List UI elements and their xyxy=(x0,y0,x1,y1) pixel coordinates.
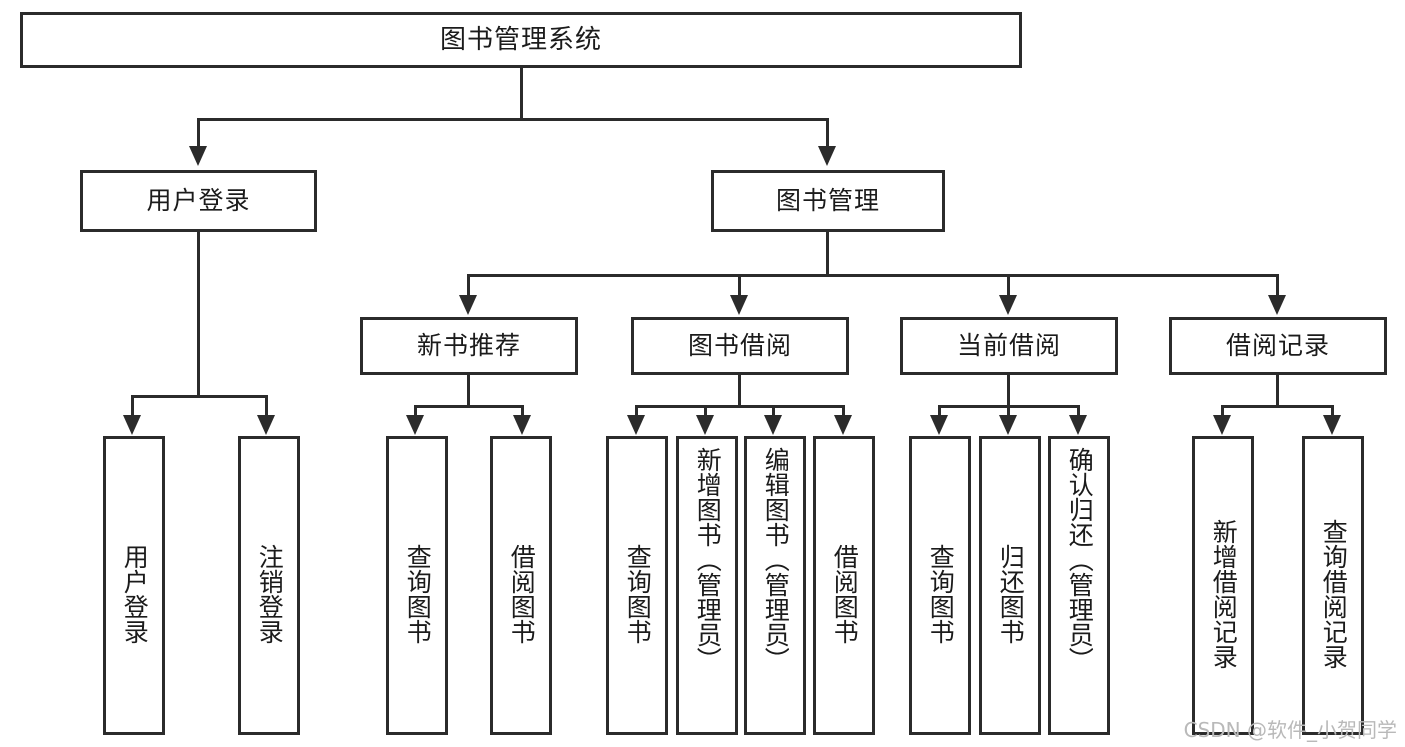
node-current-borrow[interactable]: 当前借阅 xyxy=(900,317,1118,375)
leaf-label: 编辑图书（管理员） xyxy=(761,447,791,672)
connector-user-login-to-leaf-2 xyxy=(265,395,268,417)
connector-bm-to-new-book xyxy=(467,274,470,297)
arrowhead-cb-leaf-3 xyxy=(1069,415,1087,435)
connector-borrow-book-bus xyxy=(635,405,845,408)
connector-root-to-user-login xyxy=(197,118,200,148)
node-label: 图书管理系统 xyxy=(439,24,602,55)
connector-borrow-record-bus xyxy=(1221,405,1334,408)
connector-br-to-leaf-2 xyxy=(1331,405,1334,419)
arrowhead-bb-leaf-1 xyxy=(627,415,645,435)
connector-user-login-to-leaf-1 xyxy=(131,395,134,417)
node-borrow-record[interactable]: 借阅记录 xyxy=(1169,317,1387,375)
leaf-label: 查询借阅记录 xyxy=(1319,519,1349,669)
leaf-return-book[interactable]: 归还图书 xyxy=(979,436,1041,735)
connector-borrow-book-stem xyxy=(738,375,741,407)
connector-br-to-leaf-1 xyxy=(1221,405,1224,419)
connector-bm-to-borrow-record xyxy=(1276,274,1279,297)
leaf-query-borrow-record[interactable]: 查询借阅记录 xyxy=(1302,436,1364,735)
arrowhead-borrow-book xyxy=(730,295,748,315)
node-label: 新书推荐 xyxy=(416,331,521,361)
connector-book-management-bus xyxy=(467,274,1279,277)
leaf-label: 查询图书 xyxy=(623,544,653,644)
leaf-label: 借阅图书 xyxy=(507,544,537,644)
leaf-query-book-new[interactable]: 查询图书 xyxy=(386,436,448,735)
arrowhead-nb-leaf-1 xyxy=(406,415,424,435)
connector-root-to-book-management xyxy=(826,118,829,148)
connector-nb-to-leaf-2 xyxy=(521,405,524,419)
connector-root-stem xyxy=(520,68,523,120)
leaf-label: 确认归还（管理员） xyxy=(1065,447,1095,672)
leaf-borrow-book[interactable]: 借阅图书 xyxy=(813,436,875,735)
connector-bm-to-borrow-book xyxy=(738,274,741,297)
connector-current-borrow-stem xyxy=(1007,375,1010,407)
connector-new-book-stem xyxy=(467,375,470,407)
arrowhead-br-leaf-2 xyxy=(1323,415,1341,435)
arrowhead-bb-leaf-3 xyxy=(764,415,782,435)
node-label: 图书管理 xyxy=(775,186,880,216)
connector-cb-to-leaf-2 xyxy=(1007,405,1010,419)
leaf-query-book-current[interactable]: 查询图书 xyxy=(909,436,971,735)
connector-root-bus xyxy=(197,118,829,121)
connector-nb-to-leaf-1 xyxy=(414,405,417,419)
connector-new-book-bus xyxy=(414,405,524,408)
connector-cb-to-leaf-3 xyxy=(1077,405,1080,419)
leaf-label: 新增图书（管理员） xyxy=(693,447,723,672)
leaf-add-borrow-record[interactable]: 新增借阅记录 xyxy=(1192,436,1254,735)
arrowhead-user-login xyxy=(189,146,207,166)
leaf-user-login[interactable]: 用户登录 xyxy=(103,436,165,735)
connector-borrow-record-stem xyxy=(1276,375,1279,407)
leaf-edit-book-admin[interactable]: 编辑图书（管理员） xyxy=(744,436,806,735)
arrowhead-cb-leaf-1 xyxy=(930,415,948,435)
node-label: 用户登录 xyxy=(146,186,251,216)
leaf-borrow-book-new[interactable]: 借阅图书 xyxy=(490,436,552,735)
leaf-label: 查询图书 xyxy=(926,544,956,644)
arrowhead-nb-leaf-2 xyxy=(513,415,531,435)
node-label: 当前借阅 xyxy=(956,331,1061,361)
csdn-watermark: CSDN @软件_小贺同学 xyxy=(1183,718,1397,742)
leaf-label: 用户登录 xyxy=(120,544,150,644)
leaf-label: 注销登录 xyxy=(255,544,285,644)
arrowhead-current-borrow xyxy=(999,295,1017,315)
arrowhead-bb-leaf-2 xyxy=(696,415,714,435)
leaf-label: 新增借阅记录 xyxy=(1209,519,1239,669)
node-label: 图书借阅 xyxy=(687,331,792,361)
connector-bb-to-leaf-4 xyxy=(842,405,845,419)
arrowhead-bb-leaf-4 xyxy=(834,415,852,435)
arrowhead-book-management xyxy=(818,146,836,166)
connector-bb-to-leaf-1 xyxy=(635,405,638,419)
arrowhead-new-book xyxy=(459,295,477,315)
arrowhead-leaf-user-login-2 xyxy=(257,415,275,435)
connector-cb-to-leaf-1 xyxy=(938,405,941,419)
leaf-label: 查询图书 xyxy=(403,544,433,644)
arrowhead-leaf-user-login-1 xyxy=(123,415,141,435)
arrowhead-cb-leaf-2 xyxy=(999,415,1017,435)
leaf-query-book-borrow[interactable]: 查询图书 xyxy=(606,436,668,735)
leaf-label: 归还图书 xyxy=(996,544,1026,644)
arrowhead-borrow-record xyxy=(1268,295,1286,315)
node-root-book-management-system[interactable]: 图书管理系统 xyxy=(20,12,1022,68)
node-user-login[interactable]: 用户登录 xyxy=(80,170,317,232)
connector-bb-to-leaf-3 xyxy=(772,405,775,419)
connector-user-login-stem xyxy=(197,232,200,397)
leaf-logout[interactable]: 注销登录 xyxy=(238,436,300,735)
node-label: 借阅记录 xyxy=(1225,331,1330,361)
leaf-add-book-admin[interactable]: 新增图书（管理员） xyxy=(676,436,738,735)
leaf-confirm-return-admin[interactable]: 确认归还（管理员） xyxy=(1048,436,1110,735)
connector-book-management-stem xyxy=(826,232,829,276)
connector-bb-to-leaf-2 xyxy=(704,405,707,419)
connector-user-login-bus xyxy=(131,395,268,398)
node-book-borrow[interactable]: 图书借阅 xyxy=(631,317,849,375)
connector-bm-to-current-borrow xyxy=(1007,274,1010,297)
node-new-book-recommend[interactable]: 新书推荐 xyxy=(360,317,578,375)
arrowhead-br-leaf-1 xyxy=(1213,415,1231,435)
leaf-label: 借阅图书 xyxy=(830,544,860,644)
node-book-management[interactable]: 图书管理 xyxy=(711,170,945,232)
